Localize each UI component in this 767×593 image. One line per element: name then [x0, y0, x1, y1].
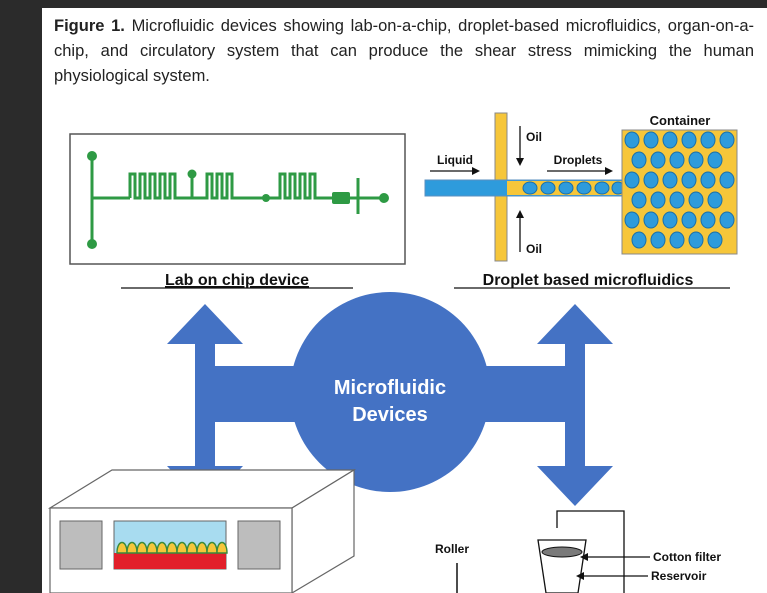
- container-droplet: [643, 171, 659, 189]
- container-droplet: [631, 151, 647, 169]
- left-well: [59, 520, 103, 570]
- container-droplet: [669, 191, 685, 209]
- container-droplet: [700, 131, 716, 149]
- container-droplet: [669, 151, 685, 169]
- cell-row: [116, 541, 228, 554]
- liquid-label: Liquid: [437, 153, 473, 167]
- container-droplet: [681, 171, 697, 189]
- container-droplet: [688, 151, 704, 169]
- tubing-loop: [556, 510, 625, 593]
- container-droplet: [707, 151, 723, 169]
- cell: [146, 541, 158, 554]
- cotton-filter-arrowhead: [580, 553, 588, 561]
- left-double-arrow: [167, 304, 243, 506]
- figure-page: Figure 1. Microfluidic devices showing l…: [42, 8, 767, 593]
- container-droplet: [688, 191, 704, 209]
- oil-top-arrowhead: [516, 158, 524, 166]
- container-droplet: [624, 131, 640, 149]
- droplet-label: Droplet based microfluidics: [483, 272, 694, 289]
- container-droplet: [643, 131, 659, 149]
- oil-bottom-label: Oil: [526, 242, 542, 256]
- container-droplets: [624, 131, 735, 249]
- lab-on-chip-label: Lab on chip device: [165, 272, 309, 289]
- container-droplet: [719, 171, 735, 189]
- container-droplet: [624, 171, 640, 189]
- hub-circle: [290, 292, 490, 492]
- organ-on-chip-panel: [47, 468, 357, 593]
- droplet-stream: [522, 181, 625, 195]
- container-droplet: [707, 231, 723, 249]
- cell: [186, 541, 198, 554]
- reservoir-arrowhead: [576, 572, 584, 580]
- figure-illustration: Lab on chip device Container Oil: [47, 112, 738, 593]
- container-droplet: [650, 231, 666, 249]
- container-label: Container: [650, 113, 711, 128]
- container-droplet: [707, 191, 723, 209]
- container-droplet: [631, 231, 647, 249]
- cell: [116, 541, 128, 554]
- cell: [196, 541, 208, 554]
- container-droplet: [662, 171, 678, 189]
- tissue-layer: [114, 553, 226, 569]
- cotton-filter: [541, 546, 583, 558]
- lab-on-chip-panel: Lab on chip device: [69, 133, 406, 289]
- figure-caption: Figure 1. Microfluidic devices showing l…: [54, 14, 754, 89]
- container-droplet: [643, 211, 659, 229]
- chip-ports: [87, 151, 389, 249]
- container-droplet: [669, 231, 685, 249]
- oil-top-label: Oil: [526, 130, 542, 144]
- hub-title-line1: Microfluidic: [334, 377, 446, 399]
- container-droplet: [681, 131, 697, 149]
- container-droplet: [662, 211, 678, 229]
- droplets-label: Droplets: [554, 153, 603, 167]
- right-double-arrow: [537, 304, 613, 506]
- container-droplet: [700, 171, 716, 189]
- circulatory-panel: Roller Cotton filter Reservoir: [435, 510, 721, 593]
- droplet-panel: Container Oil Oil Liquid Droplets Drople…: [424, 112, 738, 289]
- container-droplet: [631, 191, 647, 209]
- cell: [216, 541, 228, 554]
- oil-bottom-arrowhead: [516, 210, 524, 218]
- roller-label: Roller: [435, 542, 469, 556]
- container-droplet: [650, 191, 666, 209]
- container-droplet: [700, 211, 716, 229]
- reservoir-label: Reservoir: [651, 569, 707, 583]
- cotton-filter-label: Cotton filter: [653, 550, 721, 564]
- container-droplet: [681, 211, 697, 229]
- container-droplet: [650, 151, 666, 169]
- container-droplet: [719, 211, 735, 229]
- cell: [206, 541, 218, 554]
- cell: [126, 541, 138, 554]
- chip-channels: [90, 156, 384, 244]
- cell: [166, 541, 178, 554]
- hub-title-line2: Devices: [352, 404, 428, 426]
- container-droplet: [662, 131, 678, 149]
- cell: [176, 541, 188, 554]
- container-droplet: [688, 231, 704, 249]
- right-well: [237, 520, 281, 570]
- caption-text: Microfluidic devices showing lab-on-a-ch…: [54, 17, 755, 85]
- caption-label: Figure 1.: [54, 17, 125, 35]
- cell: [136, 541, 148, 554]
- liquid-arrowhead: [472, 167, 480, 175]
- container-droplet: [719, 131, 735, 149]
- droplets-arrowhead: [605, 167, 613, 175]
- cell: [156, 541, 168, 554]
- container-droplet: [624, 211, 640, 229]
